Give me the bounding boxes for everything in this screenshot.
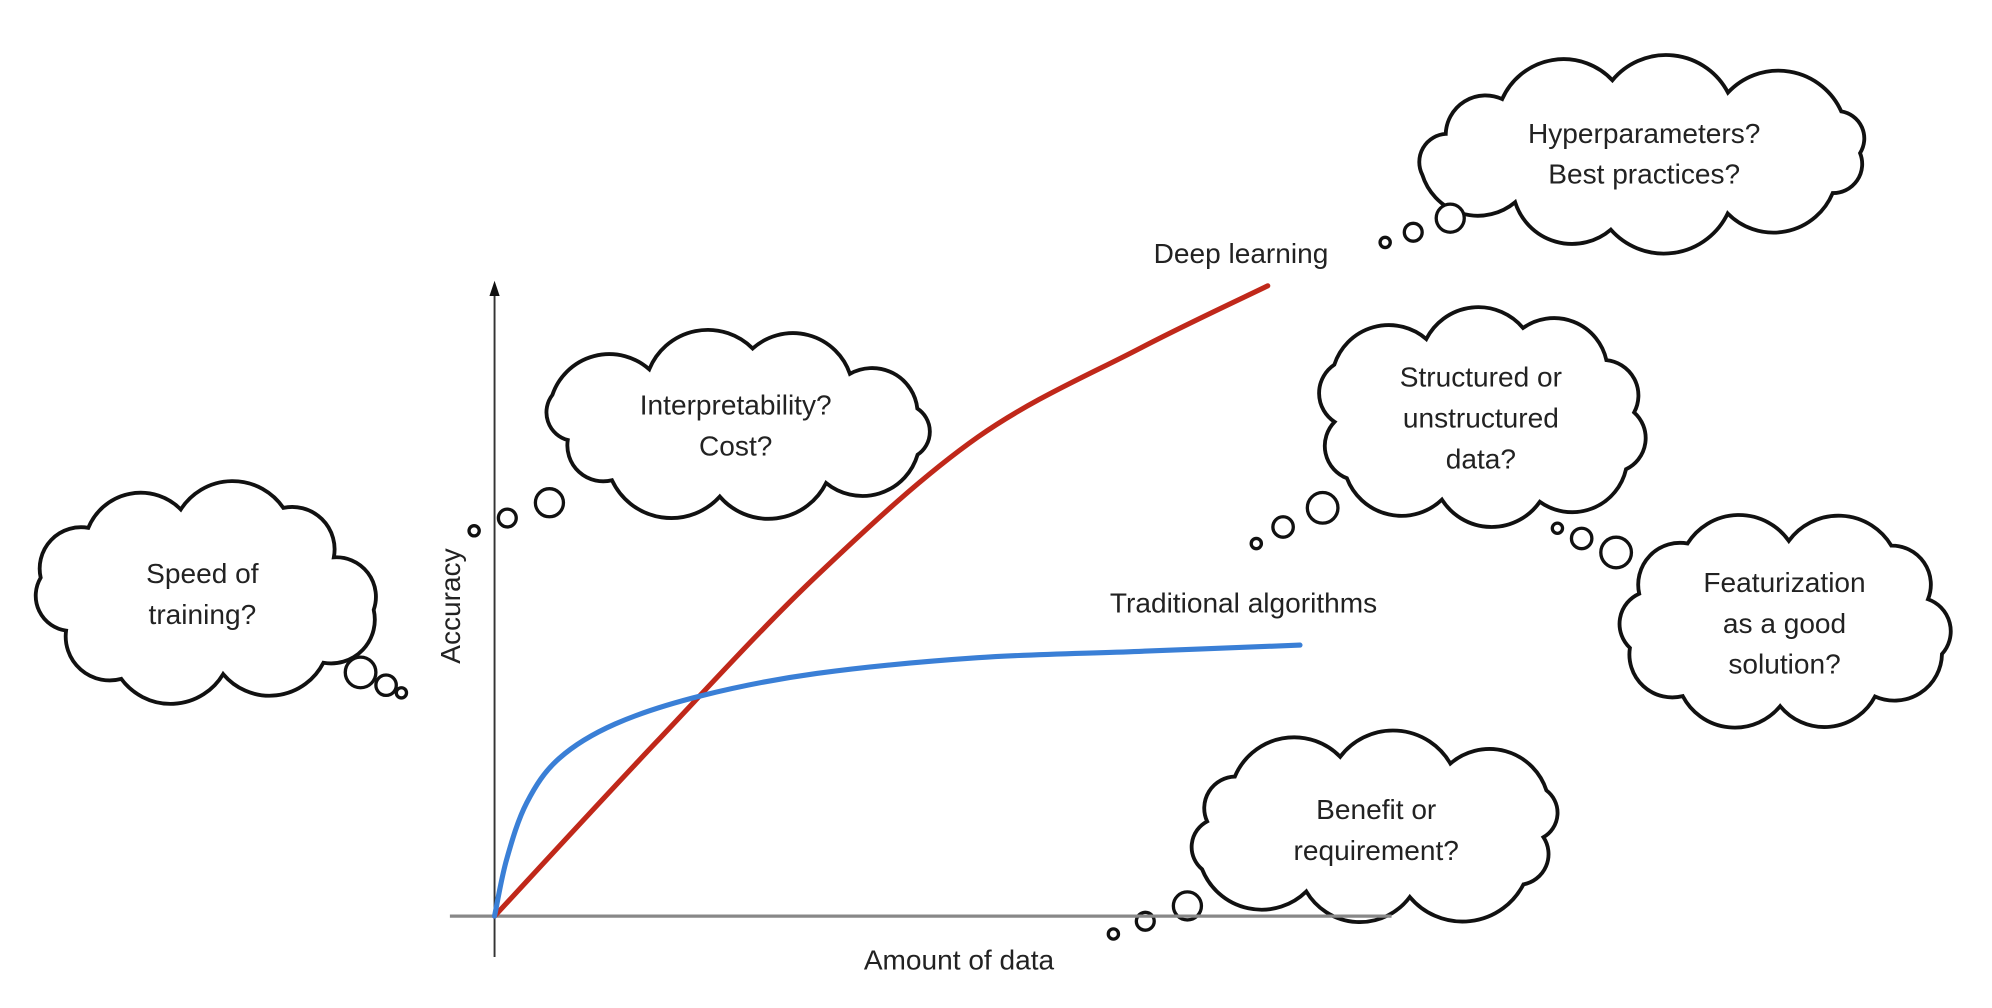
thought-bubble-dot (1599, 535, 1634, 570)
cloud-text: Benefit or (1316, 794, 1436, 825)
thought-bubble-dot (533, 487, 566, 519)
legend-deep-learning: Deep learning (1154, 238, 1329, 269)
cloud-shape (544, 328, 932, 521)
thought-cloud-structured-data: Structured or unstructured data? (1249, 305, 1648, 551)
cloud-text: Cost? (699, 431, 772, 462)
thought-bubble-dot (394, 686, 409, 700)
cloud-shape (1417, 53, 1867, 256)
cloud-shape (1617, 513, 1953, 730)
cloud-shape (1317, 305, 1648, 529)
thought-bubble-dot (1106, 927, 1121, 941)
y-axis-label: Accuracy (435, 548, 466, 663)
thought-clouds: Hyperparameters? Best practices? Interpret… (33, 53, 1953, 941)
thought-bubble-dot (343, 655, 378, 690)
cloud-text: unstructured (1403, 402, 1559, 433)
series-line-traditional-algorithms (491, 642, 1303, 919)
thought-bubble-dot (1434, 202, 1466, 234)
thought-bubble-dot (467, 524, 481, 538)
cloud-text: data? (1446, 443, 1516, 474)
thought-cloud-hyperparameters: Hyperparameters? Best practices? (1378, 53, 1867, 256)
cloud-text: as a good (1723, 608, 1846, 639)
thought-bubble-dot (1305, 490, 1340, 525)
cloud-text: Interpretability? (640, 390, 832, 421)
thought-bubble-dot (496, 507, 518, 529)
thought-bubble-dot (1171, 890, 1204, 922)
thought-bubble-dot (1402, 221, 1424, 243)
cloud-text: training? (149, 599, 257, 630)
thought-cloud-interpretability: Interpretability? Cost? (467, 328, 932, 538)
thought-bubble-dot (1550, 521, 1565, 536)
cloud-text: Structured or (1400, 362, 1562, 393)
cloud-shape (1189, 728, 1560, 924)
thought-bubble-dot (1249, 536, 1264, 551)
thought-bubble-dot (1569, 526, 1594, 551)
cloud-text: Hyperparameters? (1528, 118, 1760, 149)
cloud-text: requirement? (1294, 835, 1459, 866)
y-axis-arrow-icon (489, 280, 500, 297)
series-line-deep-learning (491, 283, 1271, 919)
thought-cloud-featurization: Featurization as a good solution? (1550, 513, 1953, 730)
cloud-text: Speed of (146, 558, 259, 589)
cloud-shape (33, 479, 378, 706)
thought-cloud-speed-of-training: Speed of training? (33, 479, 409, 706)
thought-cloud-benefit-or-requirement: Benefit or requirement? (1106, 728, 1560, 941)
thought-bubble-dot (1271, 515, 1295, 539)
thought-bubble-dot (1378, 235, 1392, 250)
x-axis-label: Amount of data (864, 945, 1055, 976)
cloud-text: Best practices? (1548, 159, 1740, 190)
cloud-text: solution? (1728, 649, 1840, 680)
thought-bubble-dot (374, 673, 398, 698)
legend-traditional-algorithms: Traditional algorithms (1110, 587, 1377, 618)
cloud-text: Featurization (1703, 567, 1865, 598)
